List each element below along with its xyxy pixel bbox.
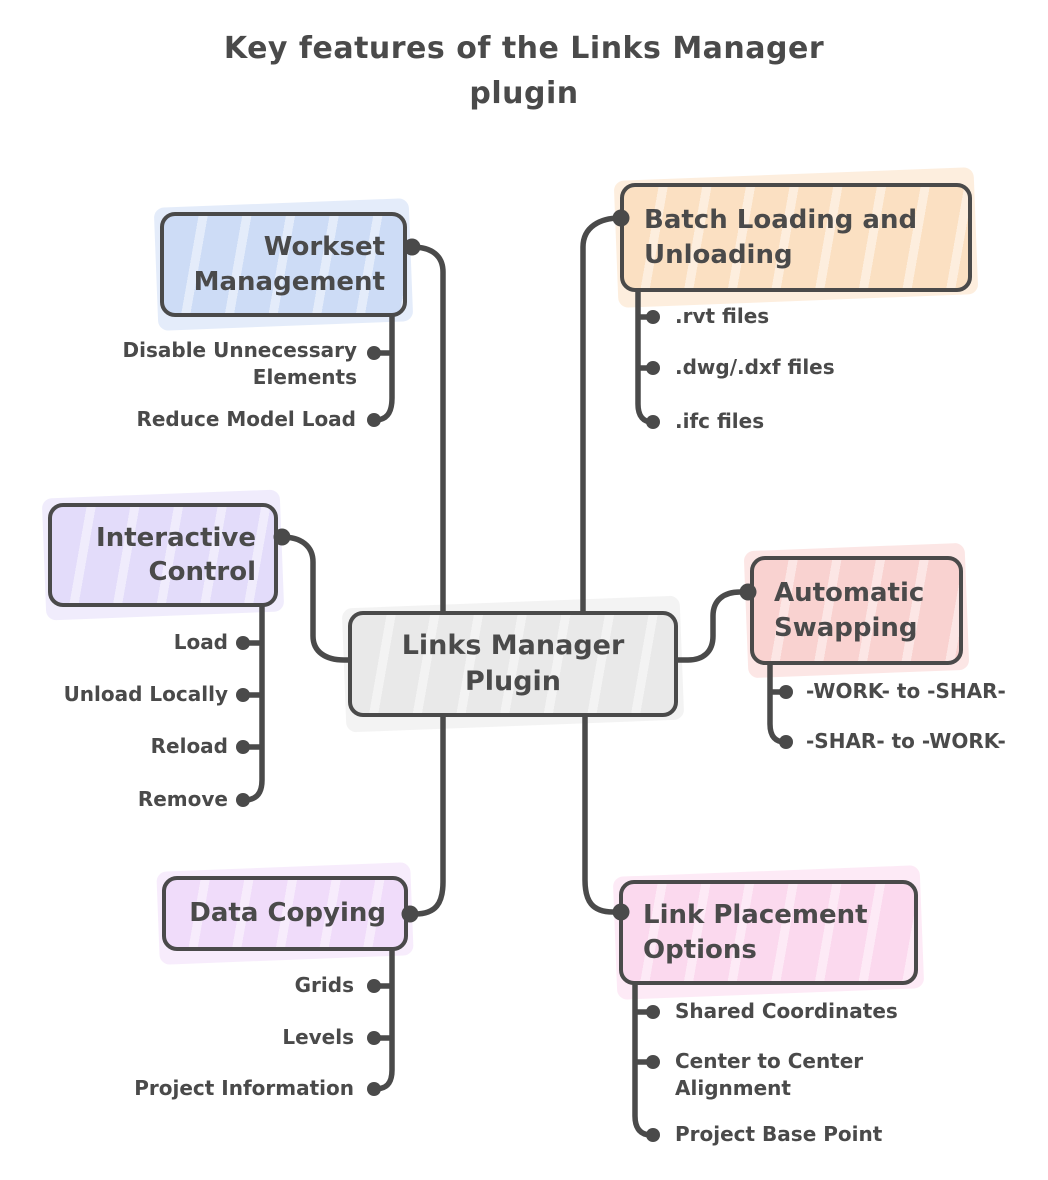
trunk-batch bbox=[635, 289, 655, 425]
leaf-label: Grids bbox=[294, 973, 354, 997]
leaf-label: Reduce Model Load bbox=[136, 407, 356, 431]
leaf-label: Project Information bbox=[134, 1076, 354, 1100]
leaf-dot bbox=[779, 685, 793, 699]
leaf-dot bbox=[646, 1005, 660, 1019]
connector-batch-center bbox=[580, 215, 623, 614]
node-label: Batch Loading and Unloading bbox=[644, 205, 918, 270]
leaf-label: .rvt files bbox=[675, 304, 770, 328]
leaf-label: Remove bbox=[137, 787, 228, 811]
node-box: Batch Loading and Unloading bbox=[620, 183, 972, 292]
connector-automatic-center bbox=[675, 589, 749, 663]
leaf-dot bbox=[367, 1082, 381, 1096]
leaf-dot bbox=[236, 740, 250, 754]
connector-data-center bbox=[408, 714, 446, 917]
node-box: Links Manager Plugin bbox=[348, 611, 678, 717]
leaf-label: -WORK- to -SHAR- bbox=[806, 679, 1006, 703]
node-box: Link Placement Options bbox=[619, 880, 918, 985]
node-interactive-control: Interactive Control bbox=[41, 489, 285, 621]
leaf-dot bbox=[367, 413, 381, 427]
node-links-manager-plugin: Links Manager Plugin bbox=[341, 595, 685, 733]
trunk-interactive bbox=[241, 604, 265, 803]
node-label: Workset Management bbox=[193, 232, 385, 297]
node-box: Automatic Swapping bbox=[750, 556, 963, 665]
leaf-dot bbox=[646, 1055, 660, 1069]
leaf-dot bbox=[646, 1128, 660, 1142]
leaf-dot bbox=[367, 1031, 381, 1045]
leaf-dot bbox=[236, 688, 250, 702]
node-label: Data Copying bbox=[189, 898, 386, 929]
node-link-placement-options: Link Placement Options bbox=[612, 865, 925, 1000]
connector-workset-center bbox=[409, 244, 446, 614]
node-label: Interactive Control bbox=[96, 522, 256, 587]
node-box: Interactive Control bbox=[48, 503, 278, 607]
leaf-label: .ifc files bbox=[675, 409, 765, 433]
leaf-dot bbox=[646, 310, 660, 324]
leaf-label: Levels bbox=[282, 1025, 354, 1049]
leaf-dot bbox=[646, 415, 660, 429]
leaf-label: -SHAR- to -WORK- bbox=[806, 729, 1006, 753]
leaf-label: Shared Coordinates bbox=[675, 999, 898, 1023]
node-label: Automatic Swapping bbox=[774, 578, 925, 643]
node-automatic-swapping: Automatic Swapping bbox=[743, 542, 970, 679]
leaf-dot bbox=[646, 361, 660, 375]
node-label: Links Manager Plugin bbox=[401, 630, 625, 697]
leaf-label: Disable Unnecessary Elements bbox=[122, 338, 357, 389]
node-box: Workset Management bbox=[160, 212, 407, 317]
leaf-label: Unload Locally bbox=[63, 682, 228, 706]
page-title: Key features of the Links Manager plugin bbox=[223, 31, 825, 111]
node-data-copying: Data Copying bbox=[156, 862, 414, 965]
node-batch-loading-unloading: Batch Loading and Unloading bbox=[613, 167, 979, 308]
leaf-dot bbox=[779, 735, 793, 749]
trunk-workset bbox=[372, 314, 395, 423]
leaf-label: Center to Center Alignment bbox=[675, 1049, 864, 1100]
node-workset-management: Workset Management bbox=[153, 198, 414, 331]
trunk-data bbox=[372, 948, 395, 1092]
leaf-label: .dwg/.dxf files bbox=[675, 355, 835, 379]
connector-interactive-center bbox=[279, 534, 351, 663]
leaf-dot bbox=[236, 636, 250, 650]
leaf-dot bbox=[367, 346, 381, 360]
leaf-label: Project Base Point bbox=[675, 1122, 883, 1146]
node-box: Data Copying bbox=[162, 876, 408, 951]
leaf-dot bbox=[236, 793, 250, 807]
leaf-label: Load bbox=[173, 630, 228, 654]
leaf-dot bbox=[367, 979, 381, 993]
leaf-label: Reload bbox=[150, 734, 228, 758]
node-label: Link Placement Options bbox=[643, 900, 868, 965]
trunk-link bbox=[632, 982, 654, 1138]
